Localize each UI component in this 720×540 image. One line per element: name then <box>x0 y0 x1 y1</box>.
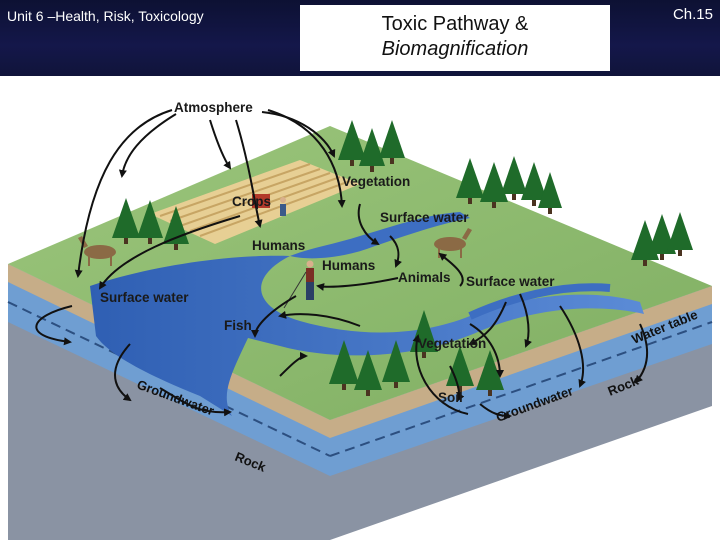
label-surface-water-2: Surface water <box>100 290 189 305</box>
trees <box>112 120 693 396</box>
title-box: Toxic Pathway & Biomagnification <box>300 5 610 71</box>
title-line-2: Biomagnification <box>381 38 529 60</box>
block-right-face <box>329 286 713 540</box>
label-fish: Fish <box>224 318 252 333</box>
label-humans-1: Humans <box>252 238 305 253</box>
toxic-pathway-diagram: Atmosphere Crops Humans Humans Vegetatio… <box>7 100 713 540</box>
water-body <box>90 212 644 416</box>
pathway-arrows <box>35 109 649 420</box>
deer-left <box>78 236 116 266</box>
unit-label: Unit 6 –Health, Risk, Toxicology <box>7 8 204 24</box>
label-surface-water-3: Surface water <box>466 274 555 289</box>
label-humans-2: Humans <box>322 258 375 273</box>
chapter-label: Ch.15 <box>672 6 713 23</box>
label-atmosphere: Atmosphere <box>174 100 253 115</box>
slide-header: Unit 6 –Health, Risk, Toxicology Toxic P… <box>0 0 720 76</box>
label-surface-water-1: Surface water <box>380 210 469 225</box>
label-vegetation-1: Vegetation <box>342 174 410 189</box>
label-crops: Crops <box>232 194 271 209</box>
label-soil: Soil <box>438 390 463 405</box>
label-animals: Animals <box>398 270 451 285</box>
title-line-1: Toxic Pathway & <box>381 13 529 35</box>
label-vegetation-2: Vegetation <box>418 336 486 351</box>
